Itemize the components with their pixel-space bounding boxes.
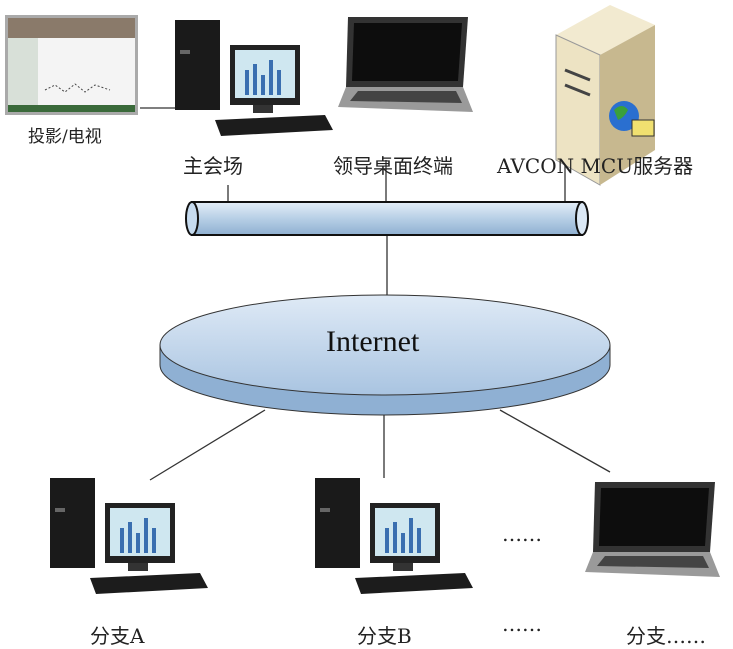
- branch-a-computer-icon: [50, 478, 208, 594]
- mcu-server-icon: [555, 5, 655, 186]
- leader-terminal-label: 领导桌面终端: [333, 154, 453, 178]
- server-label: AVCON MCU服务器: [497, 154, 694, 178]
- leader-laptop-icon: [338, 17, 473, 112]
- internet-label: Internet: [326, 325, 420, 358]
- ellipsis-label: ……: [502, 612, 542, 636]
- projector-tv-icon: [5, 15, 138, 115]
- connection-lines: [140, 107, 611, 481]
- branch-b-label: 分支B: [357, 624, 412, 648]
- internet-cloud: [159, 294, 611, 416]
- branch-a-label: 分支A: [90, 624, 145, 648]
- lan-backbone-pipe: [185, 201, 589, 236]
- ellipsis-mid: ……: [502, 522, 542, 546]
- branch-more-laptop-icon: [585, 482, 720, 577]
- main-site-computer-icon: [175, 20, 333, 136]
- branch-b-computer-icon: [315, 478, 473, 594]
- main-site-label: 主会场: [183, 154, 243, 178]
- branch-more-label: 分支……: [626, 624, 706, 648]
- projector-label: 投影/电视: [28, 127, 102, 147]
